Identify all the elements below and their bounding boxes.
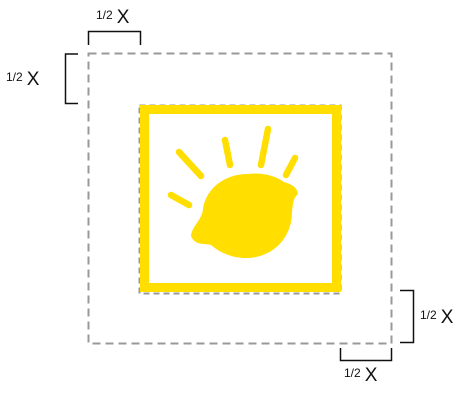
sun-ray — [175, 148, 205, 180]
half-fraction: 1/2 — [420, 308, 437, 322]
sun-ray — [167, 191, 193, 209]
sun-rays — [167, 125, 299, 209]
half-fraction: 1/2 — [344, 366, 361, 380]
sun-ray — [257, 125, 272, 169]
clearspace-boundary — [87, 52, 393, 345]
x-unit: X — [364, 365, 378, 386]
right-bracket — [400, 289, 415, 344]
sun-ray — [221, 136, 234, 169]
top-bracket — [87, 30, 142, 45]
bottom-bracket — [339, 348, 393, 362]
x-unit: X — [116, 7, 130, 28]
x-unit: X — [440, 307, 454, 328]
half-fraction: 1/2 — [96, 8, 113, 22]
lemon-sun-icon — [191, 173, 298, 259]
sun-ray — [282, 154, 299, 179]
left-bracket — [64, 53, 78, 105]
half-fraction: 1/2 — [6, 70, 23, 84]
x-unit: X — [26, 69, 40, 90]
logo-frame — [140, 105, 341, 292]
